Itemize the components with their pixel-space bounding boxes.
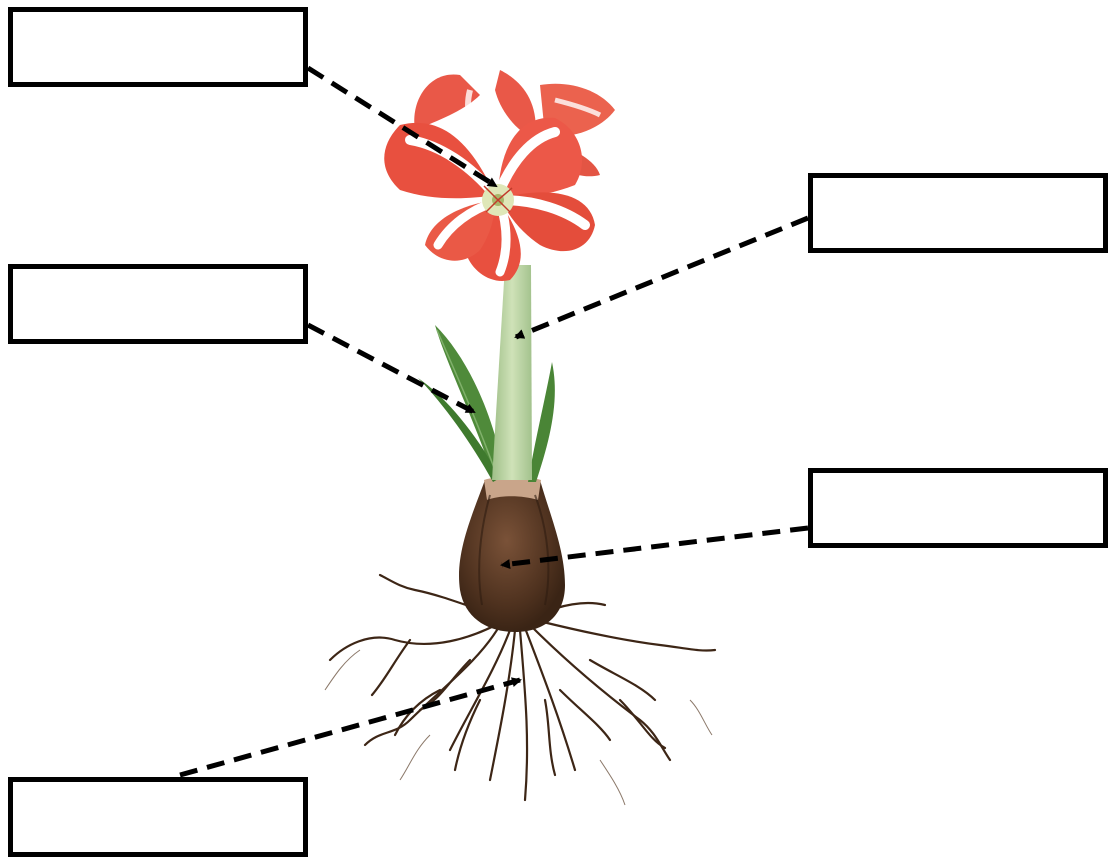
label-box-leaf[interactable] xyxy=(8,264,308,344)
stem-illustration xyxy=(492,265,532,480)
pointer-lines xyxy=(180,68,808,775)
label-box-flower[interactable] xyxy=(8,7,308,87)
leaves-illustration xyxy=(418,325,555,482)
flower-illustration xyxy=(384,70,615,281)
bulb-illustration xyxy=(459,476,565,632)
pointer-to-leaf xyxy=(308,325,474,412)
label-box-root[interactable] xyxy=(8,777,308,857)
pointer-to-root xyxy=(180,680,520,775)
label-box-stem[interactable] xyxy=(808,173,1108,253)
label-box-bulb[interactable] xyxy=(808,468,1108,548)
